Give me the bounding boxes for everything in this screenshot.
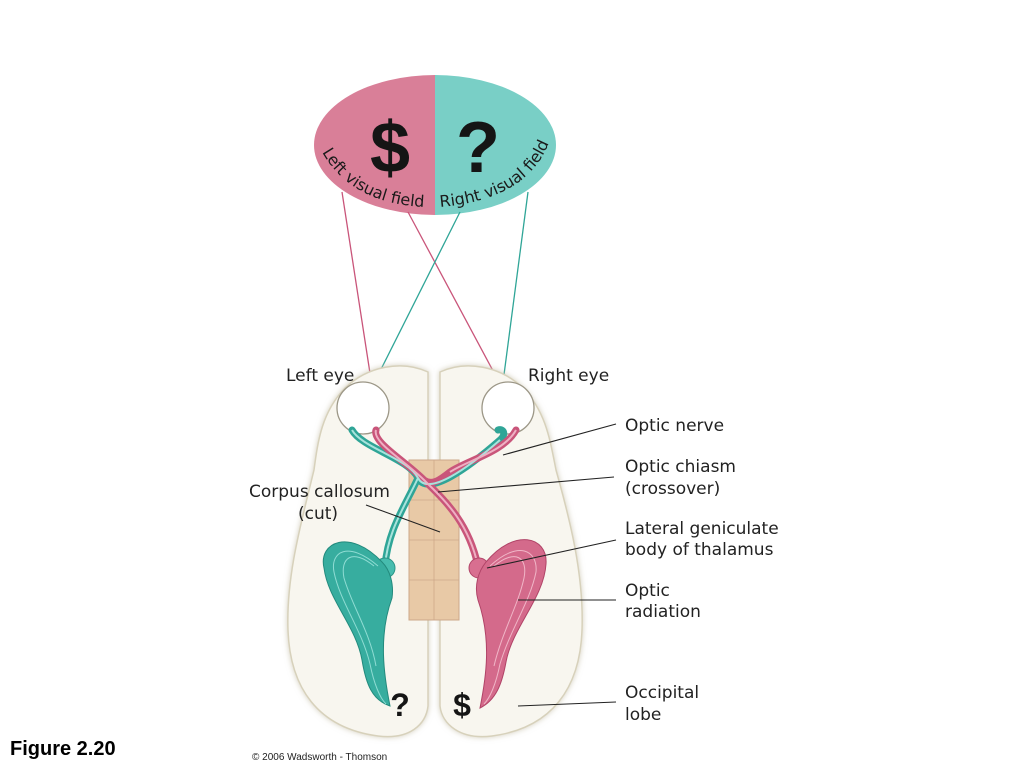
lateral-geniculate-label-line1: Lateral geniculate: [625, 519, 779, 539]
occipital-lobe-label-line2: lobe: [625, 705, 661, 725]
optic-nerve-label: Optic nerve: [625, 416, 724, 436]
optic-radiation-label-line1: Optic: [625, 581, 670, 601]
right-eye-label: Right eye: [528, 366, 609, 386]
optic-chiasm-note: (crossover): [625, 479, 720, 499]
brain: ? $: [287, 365, 583, 738]
left-eye: [336, 381, 390, 435]
right-field-symbol: ?: [456, 108, 500, 188]
occipital-right-symbol: $: [453, 687, 471, 723]
lateral-geniculate-label-line2: body of thalamus: [625, 540, 774, 560]
optic-radiation-label-line2: radiation: [625, 602, 701, 622]
optic-chiasm-label: Optic chiasm: [625, 457, 736, 477]
leader-lines: [365, 423, 617, 707]
visual-field-ellipse: $ ? Left visual field Right visual field: [314, 75, 556, 215]
left-field-symbol: $: [370, 108, 410, 188]
occipital-left-symbol: ?: [390, 687, 410, 723]
copyright-notice: © 2006 Wadsworth - Thomson: [252, 752, 388, 763]
teal-optic-radiation: [322, 541, 393, 707]
left-eye-label: Left eye: [286, 366, 354, 386]
occipital-lobe-label-line1: Occipital: [625, 683, 699, 703]
figure-title: Figure 2.20: [10, 738, 116, 760]
corpus-callosum-note: (cut): [298, 504, 338, 524]
corpus-callosum-label: Corpus callosum: [249, 482, 390, 502]
right-eye: [481, 381, 535, 435]
